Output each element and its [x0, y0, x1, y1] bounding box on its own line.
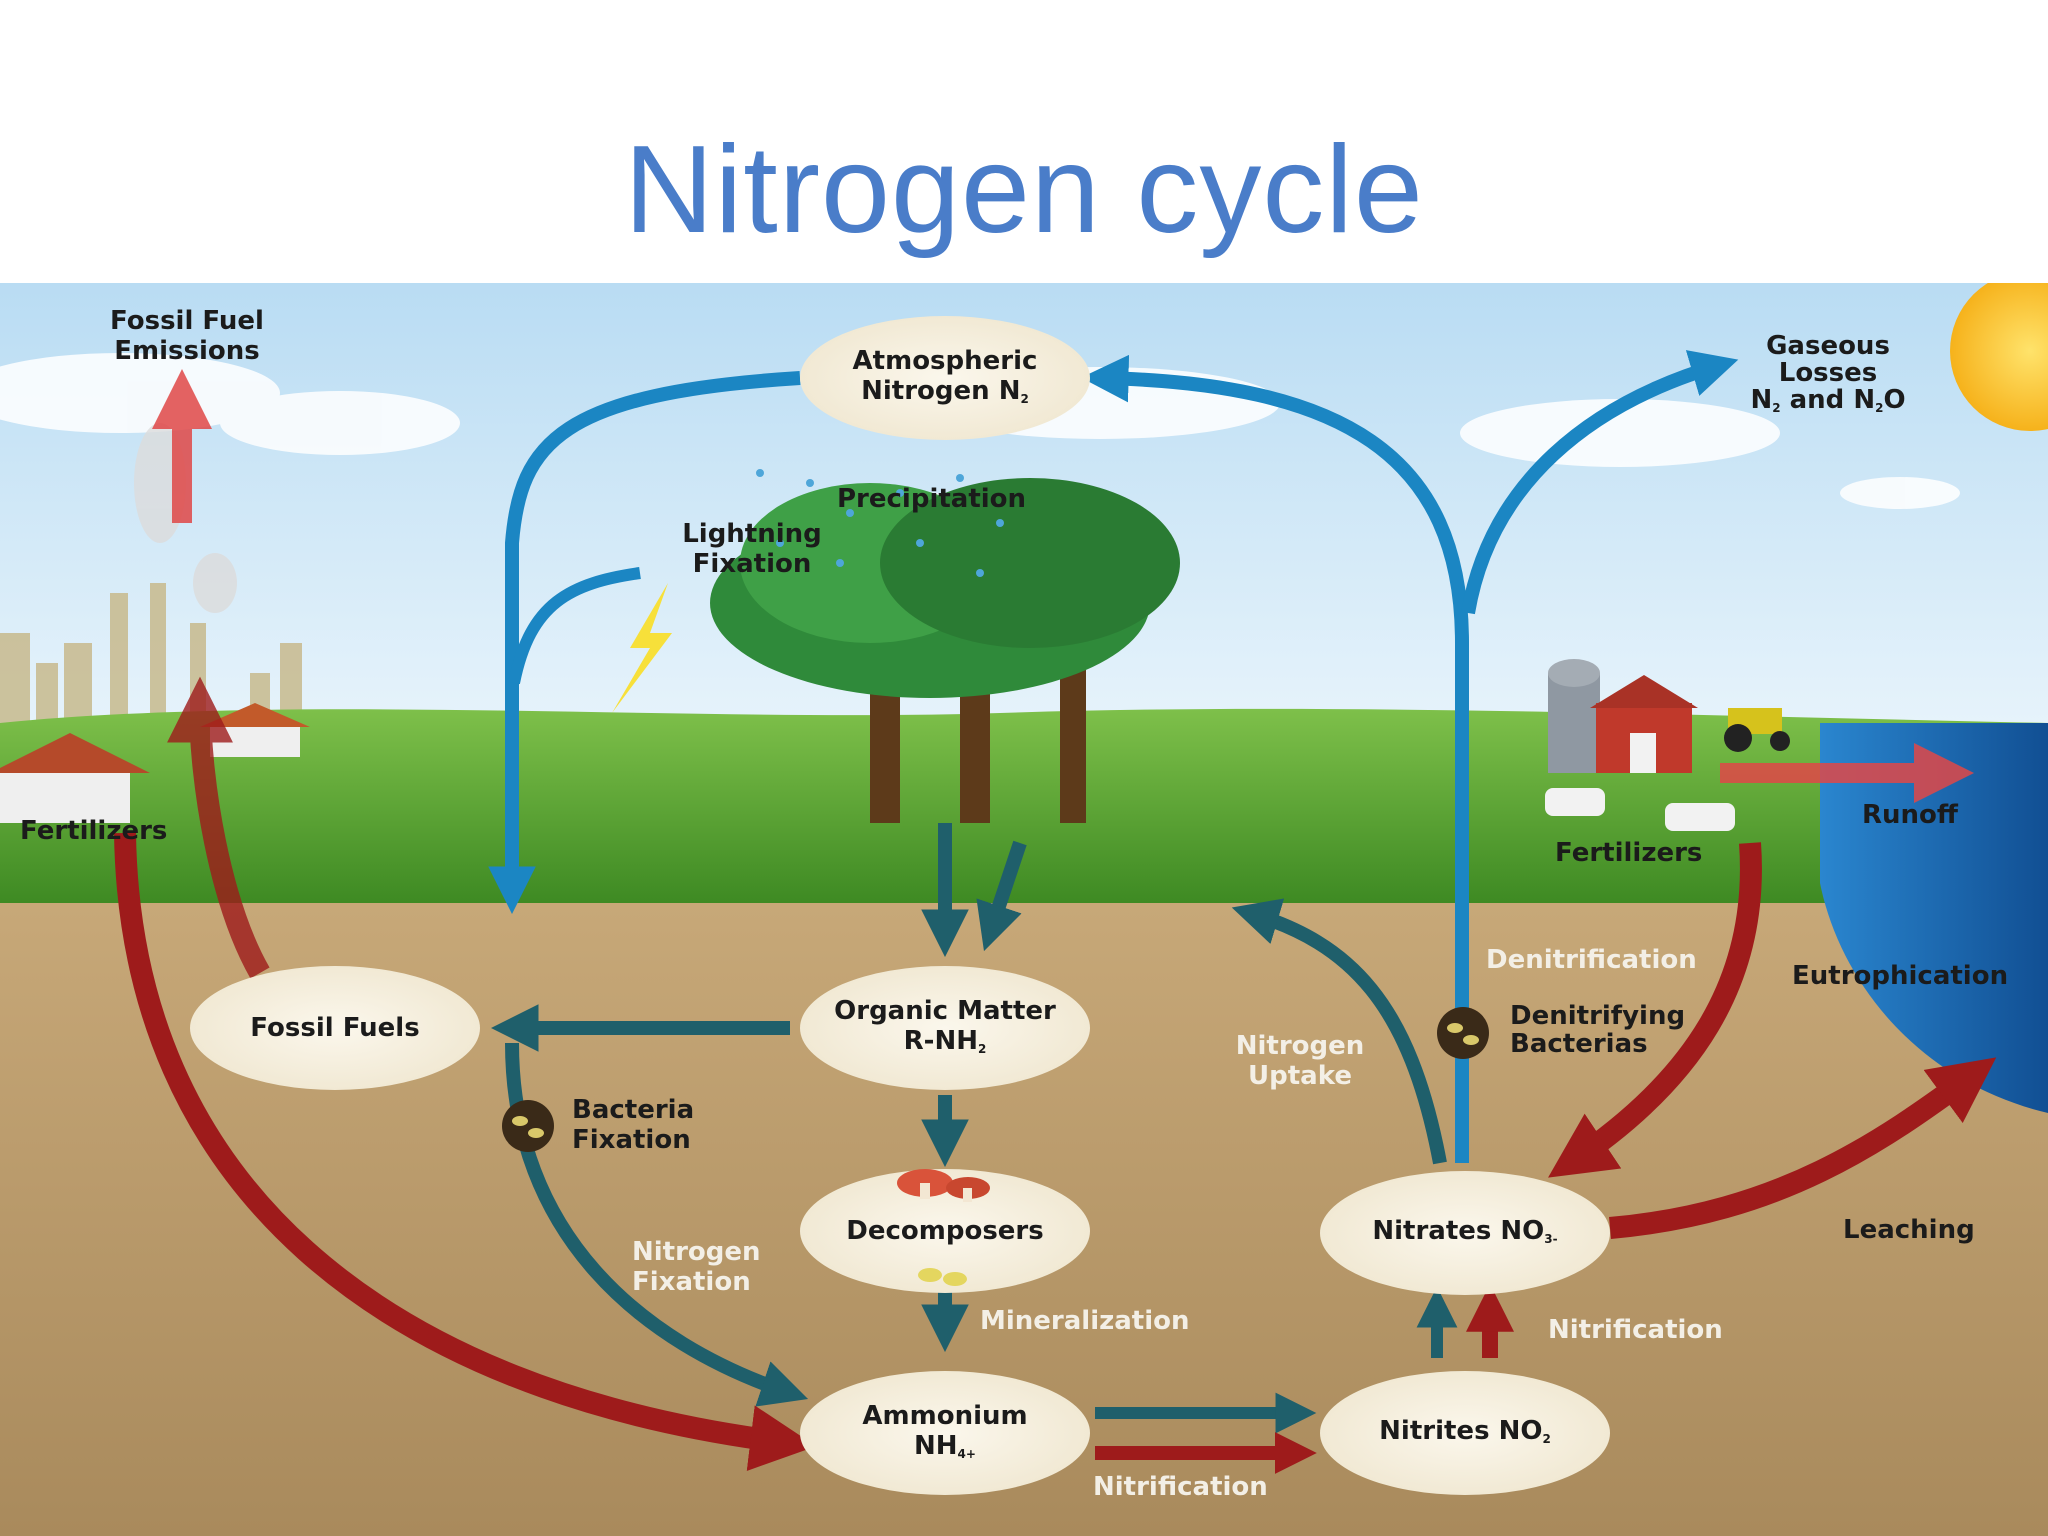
- label-mineralization: Mineralization: [980, 1306, 1190, 1336]
- node-organic-matter-label: Organic Matter R-NH2: [834, 996, 1056, 1056]
- label-nitrogen-fixation: Nitrogen Fixation: [632, 1237, 761, 1297]
- label-nitrification-bottom: Nitrification: [1093, 1472, 1268, 1502]
- decomposer-bacteria-icon: [918, 1268, 967, 1286]
- arrow-atmosphere-to-soil: [488, 371, 801, 915]
- arrow-fossil-to-city: [167, 676, 270, 979]
- node-nitrates-label: Nitrates NO3-: [1372, 1216, 1558, 1246]
- label-bacteria-fixation: Bacteria Fixation: [572, 1095, 695, 1155]
- label-nitrification-right: Nitrification: [1548, 1315, 1723, 1345]
- nitrogen-cycle-diagram: [0, 283, 2048, 1536]
- node-organic-matter: [800, 966, 1090, 1090]
- cows: [1545, 788, 1735, 831]
- node-nitrites: [1320, 1371, 1610, 1495]
- label-precipitation: Precipitation: [837, 484, 1027, 514]
- label-leaching: Leaching: [1843, 1215, 1975, 1245]
- mushroom-icon: [897, 1169, 990, 1202]
- barn: [1548, 659, 1698, 773]
- node-atmospheric: [800, 316, 1090, 440]
- arrow-deer-to-organic: [976, 840, 1027, 952]
- label-eutrophication: Eutrophication: [1792, 961, 2009, 991]
- arrow-lightning-fixation: [508, 567, 641, 685]
- tree: [710, 478, 1180, 823]
- label-lightning-fixation: Lightning Fixation: [682, 519, 822, 579]
- node-ammonium-label: Ammonium NH4+: [862, 1401, 1028, 1461]
- water: [1820, 723, 2048, 1113]
- label-denitrification: Denitrification: [1486, 945, 1697, 975]
- label-fossil-fuel-emissions: Fossil Fuel Emissions: [110, 306, 264, 366]
- label-gaseous-losses: Gaseous Losses N2 and N2O: [1750, 331, 1906, 416]
- sun: [1950, 283, 2048, 431]
- arrow-gaseous-losses: [1461, 350, 1739, 615]
- tractor: [1724, 708, 1790, 752]
- precipitation-drops: [756, 469, 1004, 577]
- node-nitrates: [1320, 1171, 1610, 1295]
- label-runoff: Runoff: [1862, 800, 1958, 830]
- arrow-fertilizers-to-nitrates: [1548, 842, 1762, 1178]
- node-ammonium: [800, 1371, 1090, 1495]
- arrow-leaching: [1609, 1057, 1997, 1239]
- label-fertilizers-left: Fertilizers: [20, 816, 168, 846]
- page-title: Nitrogen cycle: [624, 121, 1424, 259]
- label-denitrifying-bacterias: Denitrifying Bacterias: [1510, 1001, 1686, 1059]
- label-fertilizers-right: Fertilizers: [1555, 838, 1703, 868]
- lightning-bolt: [612, 583, 672, 713]
- node-decomposers-label: Decomposers: [846, 1216, 1044, 1246]
- bacteria-icon: [502, 1100, 554, 1152]
- label-nitrogen-uptake: Nitrogen Uptake: [1235, 1031, 1365, 1091]
- arrow-nitrogen-uptake: [1231, 898, 1447, 1165]
- arrow-fertilizers-to-ammonium: [114, 832, 817, 1471]
- node-fossil-fuels: [190, 966, 480, 1090]
- node-fossil-fuels-label: Fossil Fuels: [250, 1013, 420, 1043]
- node-atmospheric-label: Atmospheric Nitrogen N2: [852, 346, 1038, 406]
- node-decomposers: [800, 1169, 1090, 1293]
- arrow-nitrates-to-atmosphere: [1080, 354, 1469, 1163]
- denitrifying-bacteria-icon: [1437, 1007, 1489, 1059]
- node-nitrites-label: Nitrites NO2: [1379, 1416, 1551, 1446]
